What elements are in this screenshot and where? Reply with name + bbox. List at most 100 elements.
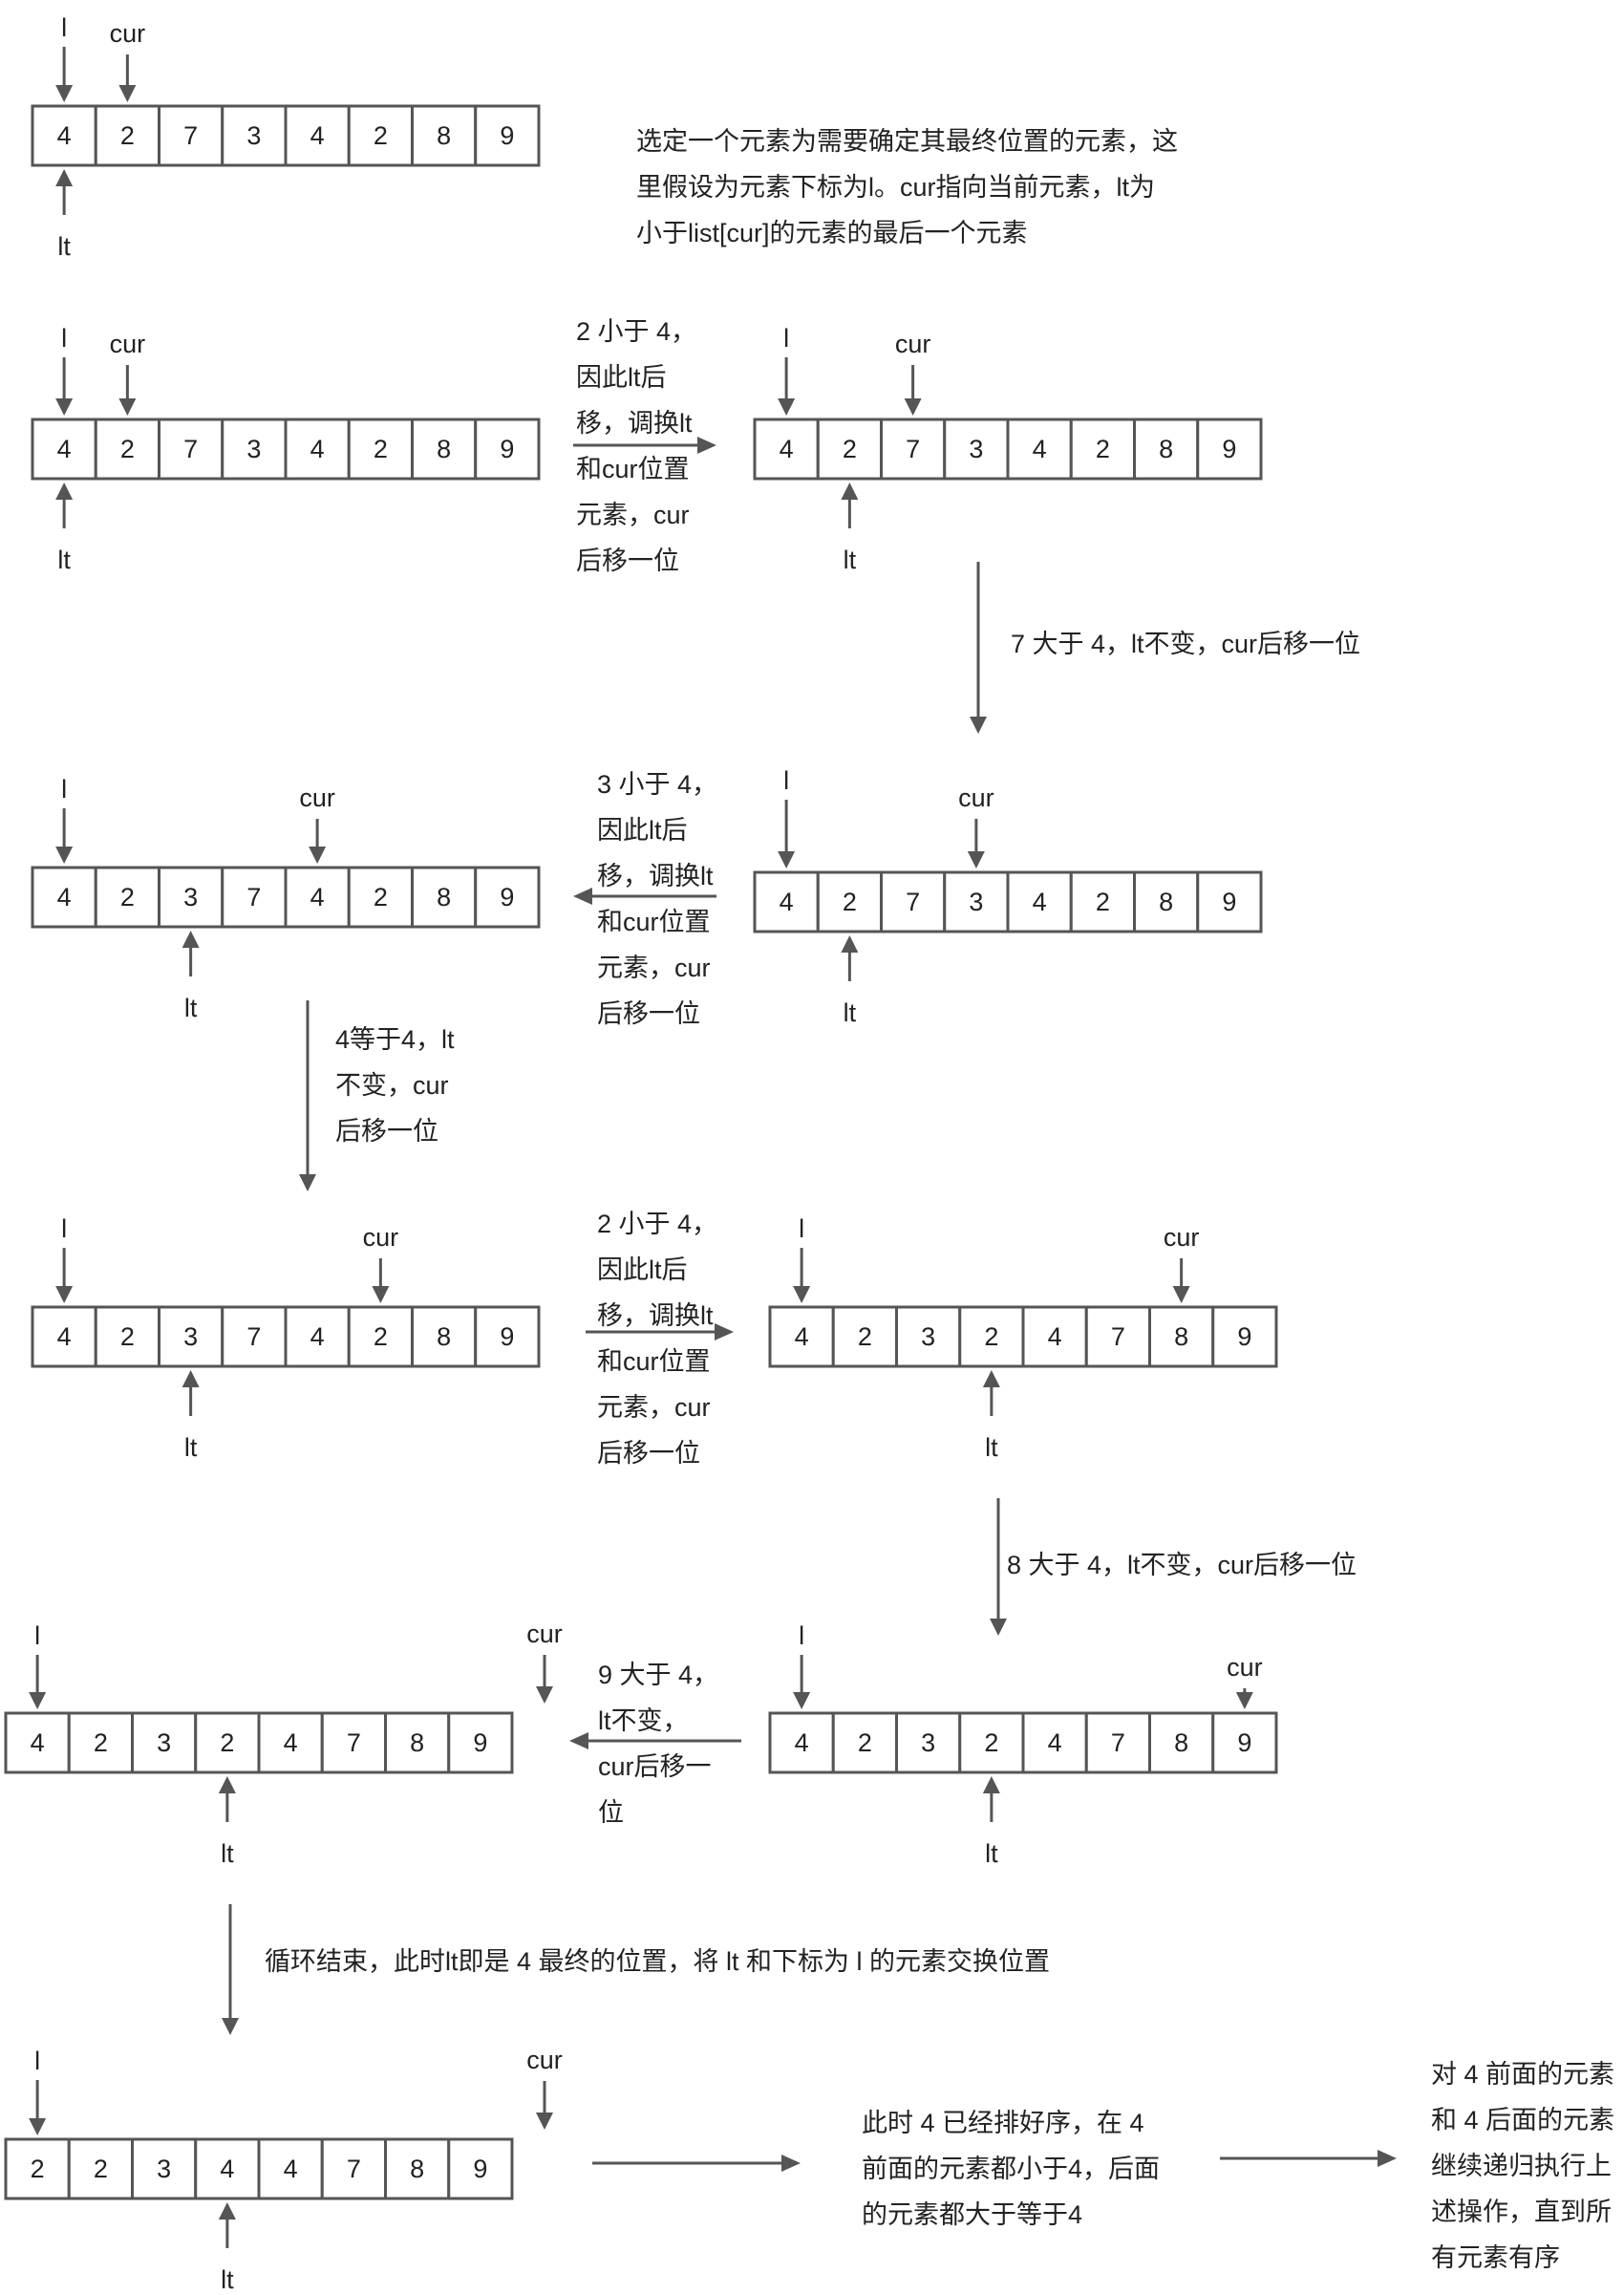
note-line: 小于list[cur]的元素的最后一个元素 [636, 219, 1028, 247]
pointer-l-label: l [61, 1214, 67, 1243]
cell-value: 2 [984, 1322, 998, 1351]
cell-value: 8 [1159, 435, 1173, 463]
array-cell: 2 [816, 418, 883, 481]
pointer-l-arrow [55, 808, 74, 864]
array-cell: 8 [384, 1711, 451, 1774]
cell-value: 2 [374, 435, 388, 463]
pointer-cur-arrow [309, 819, 327, 864]
cell-value: 8 [410, 1728, 424, 1757]
flow-arrow-right [592, 2155, 801, 2172]
array-cell: 8 [1148, 1711, 1215, 1774]
array-cell: 2 [958, 1711, 1025, 1774]
cell-value: 8 [1174, 1322, 1188, 1351]
cell-value: 7 [183, 121, 198, 150]
array-cell: 7 [158, 418, 224, 481]
pointer-l-label: l [783, 324, 789, 353]
cell-value: 2 [220, 1728, 234, 1757]
note-line: 后移一位 [597, 999, 700, 1028]
flow-arrow-down [299, 1000, 316, 1191]
note-line: 移，调换lt [597, 1301, 714, 1330]
note-line: 因此lt后 [597, 1255, 688, 1284]
cell-value: 7 [246, 1322, 261, 1351]
array-cell: 9 [474, 1305, 541, 1368]
cell-value: 2 [120, 121, 135, 150]
pointer-cur-arrow [967, 819, 985, 869]
array-cell: 8 [411, 866, 478, 929]
cell-value: 9 [1222, 888, 1236, 916]
array-cell: 4 [31, 1305, 97, 1368]
cell-value: 4 [795, 1322, 809, 1351]
cell-value: 4 [1033, 888, 1047, 916]
array-cell: 9 [474, 866, 541, 929]
pointer-lt-label: lt [57, 232, 71, 261]
pointer-lt-label: lt [844, 546, 857, 574]
note-line: 选定一个元素为需要确定其最终位置的元素，这 [636, 127, 1178, 156]
array-cell: 9 [447, 2137, 514, 2200]
cell-value: 4 [284, 2155, 298, 2183]
pointer-l-label: l [61, 775, 67, 804]
note-line: 前面的元素都小于4，后面 [862, 2155, 1160, 2183]
pointer-lt-arrow [55, 169, 74, 215]
note-line: 后移一位 [576, 547, 679, 575]
flow-arrow-down [222, 1904, 239, 2035]
note-line: 和cur位置 [597, 908, 711, 936]
array-cell: 7 [880, 870, 947, 933]
cell-value: 7 [906, 888, 920, 916]
note-line: 3 小于 4， [597, 770, 717, 799]
cell-value: 7 [347, 2155, 361, 2183]
array-cell: 4 [284, 104, 351, 167]
cell-value: 7 [246, 883, 261, 912]
cell-value: 3 [157, 1728, 171, 1757]
cell-value: 4 [780, 435, 794, 463]
array-cell: 4 [257, 2137, 324, 2200]
array-cell: 4 [1006, 418, 1073, 481]
array-cell: 3 [131, 2137, 198, 2200]
array-cell: 3 [895, 1305, 962, 1368]
pointer-cur-arrow [904, 365, 922, 416]
array-cell: 2 [1069, 418, 1136, 481]
array-cell: 7 [221, 866, 288, 929]
cell-value: 8 [437, 883, 451, 912]
array-cell: 4 [1021, 1305, 1088, 1368]
array-cell: 2 [1069, 870, 1136, 933]
note-line: 位 [598, 1798, 624, 1827]
pointer-l-arrow [793, 1655, 811, 1709]
array-cell: 4 [284, 866, 351, 929]
cell-value: 7 [1111, 1322, 1125, 1351]
pointer-cur-arrow [118, 365, 137, 416]
note-intro: 选定一个元素为需要确定其最终位置的元素，这里假设为元素下标为l。cur指向当前元… [636, 127, 1178, 247]
array-cell: 2 [347, 866, 414, 929]
cell-value: 7 [347, 1728, 361, 1757]
note-line: 此时 4 已经排好序，在 4 [862, 2109, 1144, 2137]
cell-value: 9 [1222, 435, 1236, 463]
cell-value: 4 [31, 1728, 45, 1757]
array-cell: 4 [284, 418, 351, 481]
cell-value: 9 [473, 2155, 487, 2183]
pointer-lt-label: lt [985, 1839, 998, 1868]
cell-value: 3 [246, 435, 261, 463]
cell-value: 4 [310, 1322, 325, 1351]
array-cell: 4 [1021, 1711, 1088, 1774]
array-cell: 7 [1084, 1305, 1151, 1368]
pointer-cur-label: cur [1227, 1653, 1263, 1682]
cell-value: 2 [31, 2155, 45, 2183]
array-cell: 8 [1148, 1305, 1215, 1368]
note-step4: 4等于4，lt不变，cur后移一位 [335, 1025, 455, 1146]
pointer-cur-arrow [536, 1655, 553, 1704]
note-line: cur后移一 [598, 1752, 712, 1781]
array-cell: 2 [347, 1305, 414, 1368]
step-notes: 选定一个元素为需要确定其最终位置的元素，这里假设为元素下标为l。cur指向当前元… [265, 127, 1614, 2272]
pointer-l-arrow [793, 1248, 811, 1303]
array-cell: 9 [1196, 870, 1263, 933]
array-cell: 2 [194, 1711, 261, 1774]
array-cell: 7 [158, 104, 224, 167]
array-cell: 2 [347, 418, 414, 481]
array-cell: 4 [194, 2137, 261, 2200]
